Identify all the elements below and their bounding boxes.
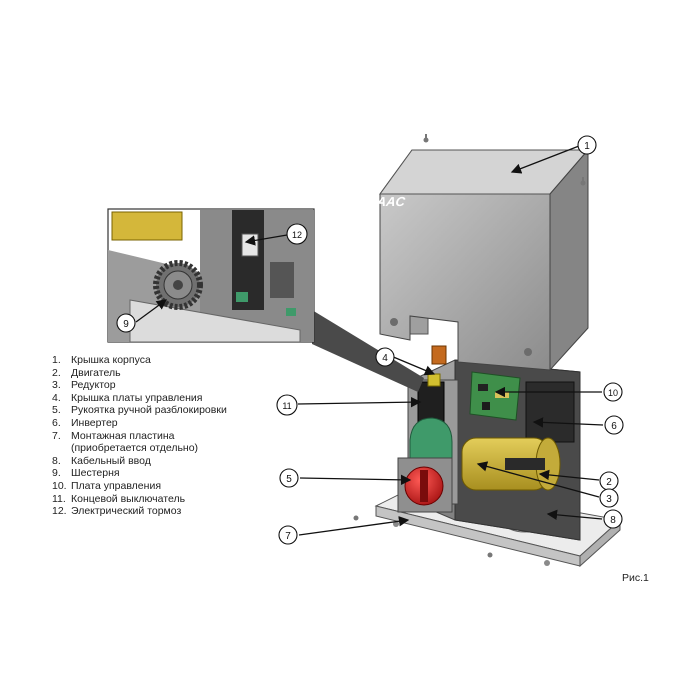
brand-logo: FAAC	[369, 194, 407, 209]
callout-5	[279, 468, 299, 488]
housing-cover: FAAC	[369, 148, 590, 372]
legend-item: 5.Рукоятка ручной разблокировки	[52, 404, 227, 417]
parts-legend: 1.Крышка корпуса 2.Двигатель 3.Редуктор …	[52, 354, 227, 518]
limit-switch	[417, 381, 445, 423]
callout-9	[116, 313, 136, 333]
callout-leaders	[135, 145, 604, 536]
callout-1-label: 1	[584, 141, 590, 152]
zoom-inset	[107, 208, 315, 343]
legend-item: 4.Крышка платы управления	[52, 391, 203, 404]
legend-item: 8.Кабельный ввод	[52, 454, 151, 467]
callout-8-label: 8	[610, 515, 616, 526]
callout-11-label: 11	[282, 401, 291, 411]
callout-7-label: 7	[285, 531, 291, 542]
legend-item: 9.Шестерня	[52, 467, 120, 480]
legend-item: 6.Инвертер	[52, 416, 118, 429]
callout-4-label: 4	[382, 353, 388, 364]
inverter	[525, 381, 575, 443]
legend-item: 10.Плата управления	[52, 479, 161, 492]
legend-item: (приобретается отдельно)	[71, 442, 199, 455]
board-cover	[431, 345, 447, 365]
callout-12	[286, 223, 308, 245]
board-cover-clip	[427, 373, 441, 387]
callout-12-label: 12	[292, 230, 302, 240]
callout-1	[577, 135, 597, 155]
legend-item: 12.Электрический тормоз	[52, 505, 182, 518]
callout-3-label: 3	[606, 494, 612, 505]
callout-4	[375, 347, 395, 367]
callout-10-label: 10	[608, 388, 618, 398]
control-board	[469, 371, 521, 421]
zoom-connector	[312, 310, 424, 392]
legend-item: 2.Двигатель	[52, 366, 121, 379]
callout-6-label: 6	[611, 421, 617, 432]
callout-11	[276, 394, 298, 416]
callout-7	[278, 525, 298, 545]
screws	[353, 134, 586, 558]
legend-item: 7.Монтажная пластина	[52, 429, 175, 442]
legend-item: 3.Редуктор	[52, 379, 116, 392]
legend-item: 1.Крышка корпуса	[52, 354, 151, 366]
callout-6	[604, 415, 624, 435]
callout-markers	[116, 135, 624, 545]
callout-5-label: 5	[286, 474, 292, 485]
legend-item: 11.Концевой выключатель	[52, 492, 186, 505]
callout-9-label: 9	[123, 319, 129, 330]
pinion-gear	[153, 260, 203, 310]
callout-2-label: 2	[606, 477, 612, 488]
release-handle	[397, 457, 453, 513]
callout-8	[603, 509, 623, 529]
callout-numbers: 1 2 3 4 5 6 7 8 9 10 11 12	[123, 141, 618, 542]
callout-10	[603, 382, 623, 402]
callout-3	[599, 488, 619, 508]
figure-label: Рис.1	[622, 572, 649, 584]
